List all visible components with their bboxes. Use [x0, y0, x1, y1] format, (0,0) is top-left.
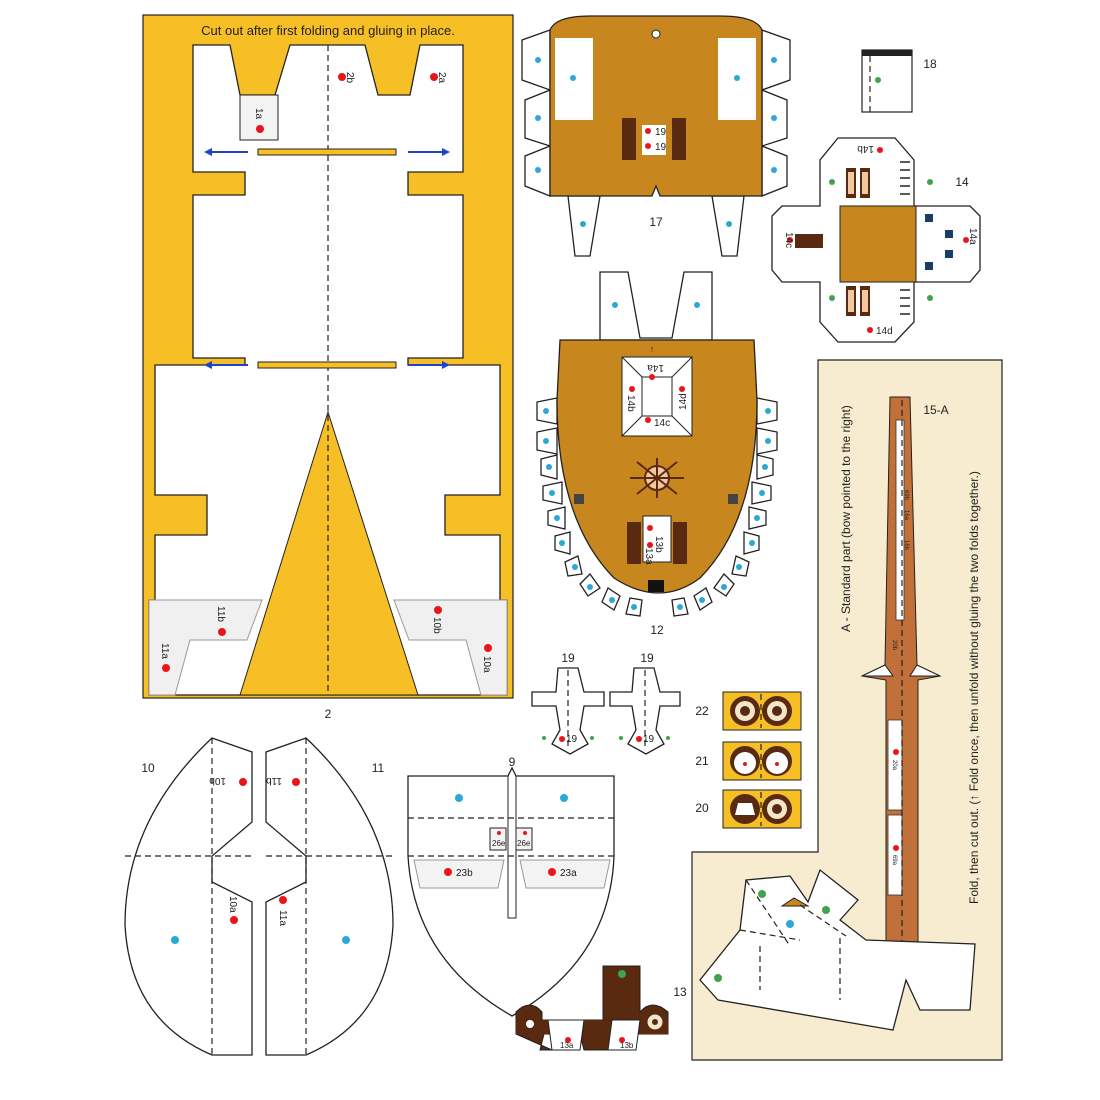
glue-label-11a: 11a — [277, 910, 288, 926]
part-14-number: 14 — [955, 175, 969, 189]
part-17-side-tabs — [521, 29, 791, 257]
glue-label-11b: 11b — [215, 606, 226, 622]
glue-label-23a: 23a — [560, 868, 577, 879]
part-2: Cut out after first folding and gluing i… — [142, 14, 514, 721]
glue-tab-left — [148, 599, 263, 696]
mast-label-69a: 69a — [891, 855, 897, 866]
glue-label-10b: 10b — [209, 775, 226, 786]
part-10-number: 10 — [141, 761, 155, 775]
glue-label-19-right: 19 — [643, 734, 655, 745]
part-19-left-number: 19 — [561, 651, 575, 665]
glue-label-10a: 10a — [481, 656, 492, 673]
glue-label-19-b: 19 — [655, 142, 667, 153]
glue-label-1a: 1a — [253, 108, 264, 120]
mast-label-69b: 69b — [903, 490, 909, 501]
part-10-piece — [124, 737, 253, 1056]
part-11-piece — [265, 737, 394, 1056]
glue-label-11a: 11a — [159, 643, 170, 659]
mast-label-20a: 20a — [891, 760, 897, 771]
part-18: 18 — [861, 49, 937, 113]
glue-label-13a: 13a — [560, 1041, 574, 1050]
part-22: 22 — [695, 691, 802, 731]
glue-label-2a: 2a — [436, 72, 447, 84]
glue-label-14a: 14a — [967, 228, 978, 245]
part-9-piece — [407, 766, 615, 1017]
slot-upper — [257, 148, 397, 156]
arrow-icon — [204, 148, 450, 369]
part-9: 26e 26e 23b 23a 9 — [407, 755, 615, 1017]
mast-label-20b: 20b — [891, 640, 897, 651]
part-20: 20 — [695, 789, 802, 829]
slot-lower — [257, 361, 397, 369]
part-17-deck — [549, 15, 763, 197]
part-15a-note-1: A - Standard part (bow pointed to the ri… — [839, 405, 853, 632]
glue-label-14c: 14c — [783, 232, 794, 248]
part-15a-fold-piece — [699, 868, 976, 1031]
part-11: 11b 11a 11 — [265, 737, 394, 1056]
glue-label-13b: 13b — [620, 1041, 634, 1050]
part-2-yellow-triangle — [239, 410, 419, 696]
glue-label-14c: 14c — [654, 418, 670, 429]
part-18-number: 18 — [923, 57, 937, 71]
glue-label-26e-right: 26e — [517, 839, 531, 848]
part-15a-note-2: Fold, then cut out. (↑ Fold once, then u… — [967, 471, 981, 904]
glue-label-2b: 2b — [344, 72, 355, 84]
part-9-number: 9 — [509, 755, 516, 769]
part-13: 13a 13b 13 — [515, 965, 687, 1051]
glue-label-14b: 14b — [625, 395, 636, 412]
part-17: 19 19 17 — [521, 15, 791, 257]
glue-label-23b: 23b — [456, 868, 473, 879]
glue-label-10a: 10a — [227, 896, 238, 913]
glue-label-26e-left: 26e — [492, 839, 506, 848]
part-11-number: 11 — [372, 761, 385, 775]
part-17-number: 17 — [649, 215, 663, 229]
part-15a-number: 15-A — [923, 403, 948, 417]
part-14: 14b 14c 14a 14d 14 — [771, 137, 981, 343]
mast-label-16b: 16b — [903, 540, 909, 551]
part-20-number: 20 — [695, 801, 709, 815]
part-10: 10b 10a 10 — [124, 737, 253, 1056]
part-21-number: 21 — [695, 754, 709, 768]
part-19-right-number: 19 — [640, 651, 654, 665]
svg-text:↑: ↑ — [650, 344, 655, 354]
part-2-instruction: Cut out after first folding and gluing i… — [201, 23, 455, 38]
part-21: 21 — [695, 741, 802, 781]
glue-label-10b: 10b — [431, 617, 442, 634]
glue-label-19-a: 19 — [655, 127, 667, 138]
part-12-number: 12 — [650, 623, 664, 637]
glue-tab-right — [393, 599, 508, 696]
glue-label-14d: 14d — [876, 326, 893, 337]
part-13-number: 13 — [673, 985, 687, 999]
part-15a: A - Standard part (bow pointed to the ri… — [691, 359, 1003, 1061]
part-12: ↑ 14a 14b 14d 14c 13b 13a 12 — [536, 271, 778, 637]
glue-label-19-left: 19 — [566, 734, 578, 745]
glue-label-14a: 14a — [647, 362, 664, 373]
part-19: 19 19 19 19 — [531, 651, 681, 755]
mast-label-16a: 16a — [903, 510, 909, 521]
part-14-roof — [839, 205, 917, 283]
part-2-number: 2 — [325, 707, 332, 721]
glue-label-13b: 13b — [653, 536, 664, 553]
glue-label-13a: 13a — [643, 548, 654, 565]
part-22-number: 22 — [695, 704, 709, 718]
glue-label-14b: 14b — [857, 143, 874, 154]
glue-label-11b: 11b — [266, 775, 282, 786]
glue-label-14d: 14d — [678, 393, 689, 410]
